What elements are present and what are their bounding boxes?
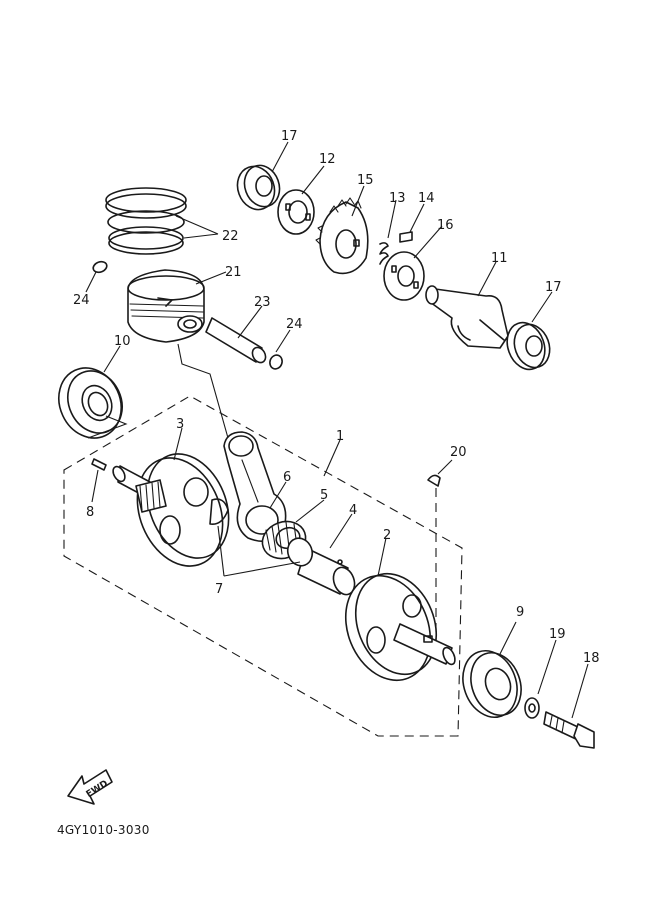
circlip-right-part	[269, 354, 283, 370]
label-3: 3	[176, 417, 184, 432]
plate-part	[383, 251, 425, 301]
assembly-boundary	[63, 395, 463, 737]
label-12: 12	[319, 152, 336, 167]
label-13: 13	[389, 191, 406, 206]
crank-wheel-left-part	[136, 453, 230, 567]
crank-wheel-right-part	[344, 572, 438, 682]
label-22: 22	[222, 229, 239, 244]
connecting-rod-part	[223, 431, 287, 543]
piston-pin-part	[205, 317, 267, 364]
label-20: 20	[450, 445, 467, 460]
bolt-part	[543, 711, 595, 749]
bearing-right-part	[462, 650, 522, 718]
label-7: 7	[215, 582, 223, 597]
label-17a: 17	[281, 129, 298, 144]
label-10: 10	[114, 334, 131, 349]
label-23: 23	[254, 295, 271, 310]
forward-arrow-icon: FWD	[67, 769, 113, 805]
piston-part	[127, 269, 205, 343]
bearing-left-part	[58, 367, 123, 439]
label-16: 16	[437, 218, 454, 233]
label-15: 15	[357, 173, 374, 188]
label-24a: 24	[73, 293, 90, 308]
bearing-right-balancer-part	[506, 321, 551, 371]
label-4: 4	[349, 503, 357, 518]
label-11: 11	[491, 251, 508, 266]
thrust-washer-part	[286, 537, 314, 567]
balancer-gear-part	[315, 197, 369, 275]
part-labels: 17 12 15 13 14 16 11 17 22 21 24 23 24 1…	[73, 129, 600, 666]
leader-lines	[85, 141, 589, 719]
ring-part	[277, 189, 315, 235]
label-5: 5	[320, 488, 328, 503]
left-shaft-part	[112, 465, 167, 513]
label-2: 2	[383, 528, 391, 543]
label-18: 18	[583, 651, 600, 666]
circlip-left-part	[92, 260, 108, 274]
right-shaft-part	[393, 623, 456, 666]
woodruff-key-part	[91, 458, 107, 471]
diagram-part-code: 4GY1010-3030	[57, 823, 150, 837]
balancer-shaft-part	[425, 285, 509, 349]
label-24b: 24	[286, 317, 303, 332]
label-9: 9	[516, 605, 524, 620]
spring-part	[379, 242, 389, 265]
label-1: 1	[336, 429, 344, 444]
label-8: 8	[86, 505, 94, 520]
label-21: 21	[225, 265, 242, 280]
label-14: 14	[418, 191, 435, 206]
label-17b: 17	[545, 280, 562, 295]
label-6: 6	[283, 470, 291, 485]
pin-part	[399, 231, 413, 243]
washer-part	[524, 697, 540, 719]
woodruff-key-right-part	[427, 474, 441, 487]
bearing-top-part	[236, 164, 281, 211]
label-19: 19	[549, 627, 566, 642]
piston-rings-part	[105, 187, 187, 255]
